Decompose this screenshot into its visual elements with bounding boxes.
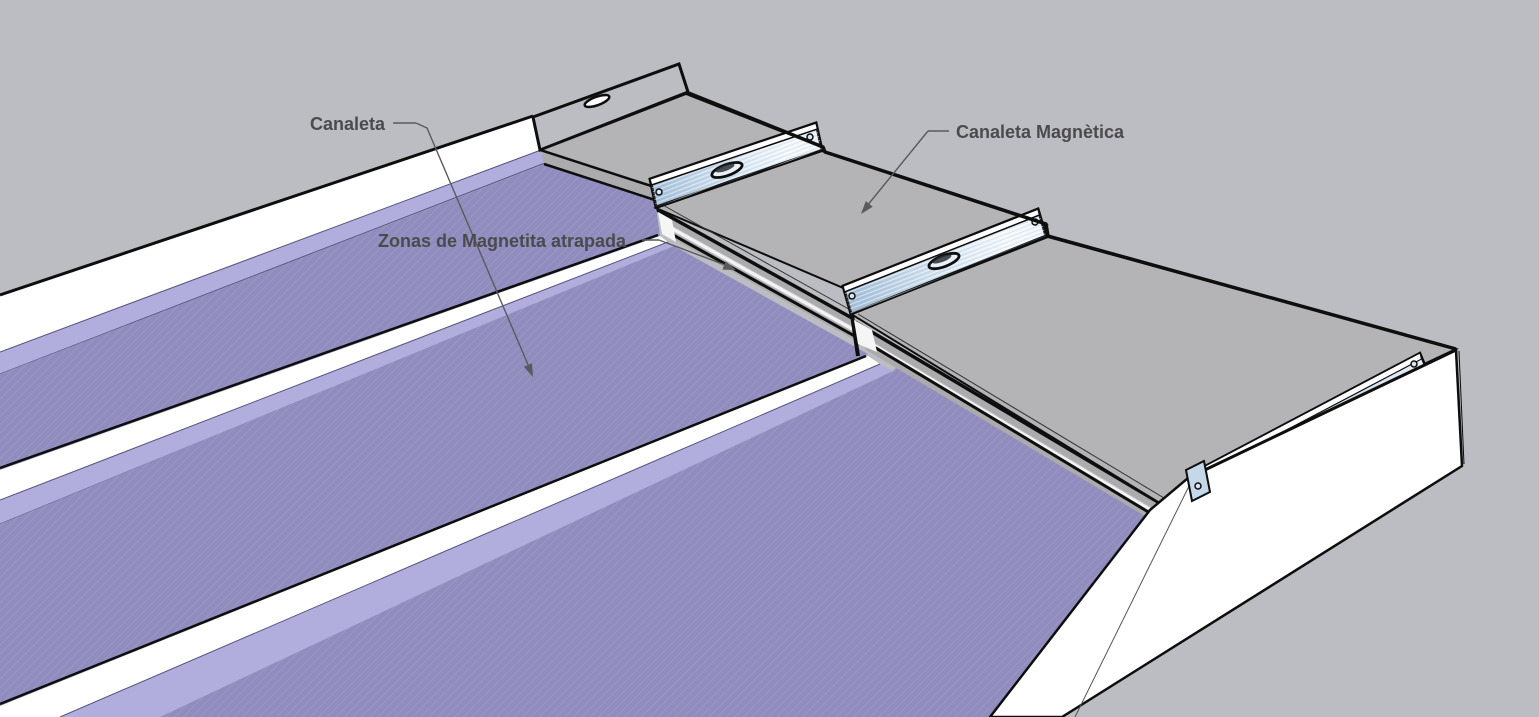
- tray-3-rail-edge: [865, 340, 1161, 521]
- end-wall-crease: [1074, 479, 1193, 717]
- tray-2-rail-edge: [665, 229, 861, 341]
- magnetic-plate-2-flange: [649, 122, 819, 186]
- tray-1-oval-slot-icon: [583, 93, 611, 109]
- frame-rail-2-edge: [0, 233, 659, 470]
- tray-3-fold-line: [857, 313, 1165, 499]
- screw-hole-icon: [1410, 360, 1418, 368]
- channel-1-texture: [0, 164, 660, 470]
- end-wall-top-edge: [1187, 348, 1457, 480]
- frame-rail-1-edge: [0, 114, 534, 297]
- magnetic-plate-3-flange: [842, 207, 1041, 294]
- conveyor-bed: [0, 114, 1150, 717]
- magnetic-plate-3-slot-shadow: [932, 254, 952, 264]
- channel-3-edge-strip: [60, 364, 893, 717]
- magnetic-plate-4-foot-tab: [1184, 459, 1212, 503]
- channel-1-floor-line: [0, 162, 546, 375]
- tray-3-support-rail: [862, 341, 1170, 531]
- arrowhead-canaleta-magnetica-icon: [861, 201, 873, 214]
- tray-1-apron-lower-edge: [543, 162, 656, 202]
- frame-rail-3: [0, 356, 880, 717]
- channel-2-edge-strip: [0, 242, 676, 524]
- step-gap-1: [658, 212, 676, 242]
- annotations: Canaleta Canaleta Magnètica Zonas de Mag…: [310, 114, 1125, 377]
- magnetic-plate-3: [841, 207, 1048, 317]
- tray-2-front-edge: [657, 208, 853, 320]
- channel-2-edge-line: [0, 241, 669, 501]
- label-canaleta: Canaleta: [310, 114, 386, 134]
- arrowhead-zonas-icon: [722, 261, 736, 270]
- screw-hole-icon: [1194, 482, 1202, 490]
- end-wall-right-edge: [1458, 350, 1465, 465]
- screw-hole-icon: [655, 188, 663, 196]
- arrowhead-canaleta-icon: [523, 363, 533, 377]
- tray-3-apron: [855, 322, 1168, 517]
- leader-canaleta-magnetica: [861, 130, 929, 213]
- channel-1-edge-strip: [0, 150, 545, 374]
- tray-3-apron-gap: [860, 335, 1166, 521]
- frame-rail-1: [0, 117, 541, 352]
- tray-1-apron: [541, 151, 655, 200]
- tray-2-fold-line: [660, 203, 855, 313]
- channel-3-texture: [160, 361, 1150, 717]
- step-gap-2: [854, 320, 877, 352]
- frame-rail-3-edge: [0, 354, 867, 706]
- magnetic-plate-2-slot-shadow: [715, 163, 735, 173]
- tray-aprons: [540, 148, 1170, 531]
- label-zonas-magnetita: Zonas de Magnetita atrapada: [378, 231, 627, 251]
- cascade-back-edge: [685, 90, 1457, 351]
- channel-3-edge-line: [59, 363, 881, 717]
- tray-2-apron-gap: [662, 221, 858, 334]
- magnetic-plate-2: [648, 121, 824, 209]
- channel-2-texture: [0, 246, 868, 706]
- screw-hole-icon: [848, 292, 856, 300]
- step-corner-2: [850, 314, 860, 357]
- leader-zonas: [658, 239, 734, 269]
- leader-canaleta: [415, 122, 533, 375]
- end-wall: [988, 348, 1465, 717]
- label-canaleta-magnetica: Canaleta Magnètica: [956, 122, 1125, 142]
